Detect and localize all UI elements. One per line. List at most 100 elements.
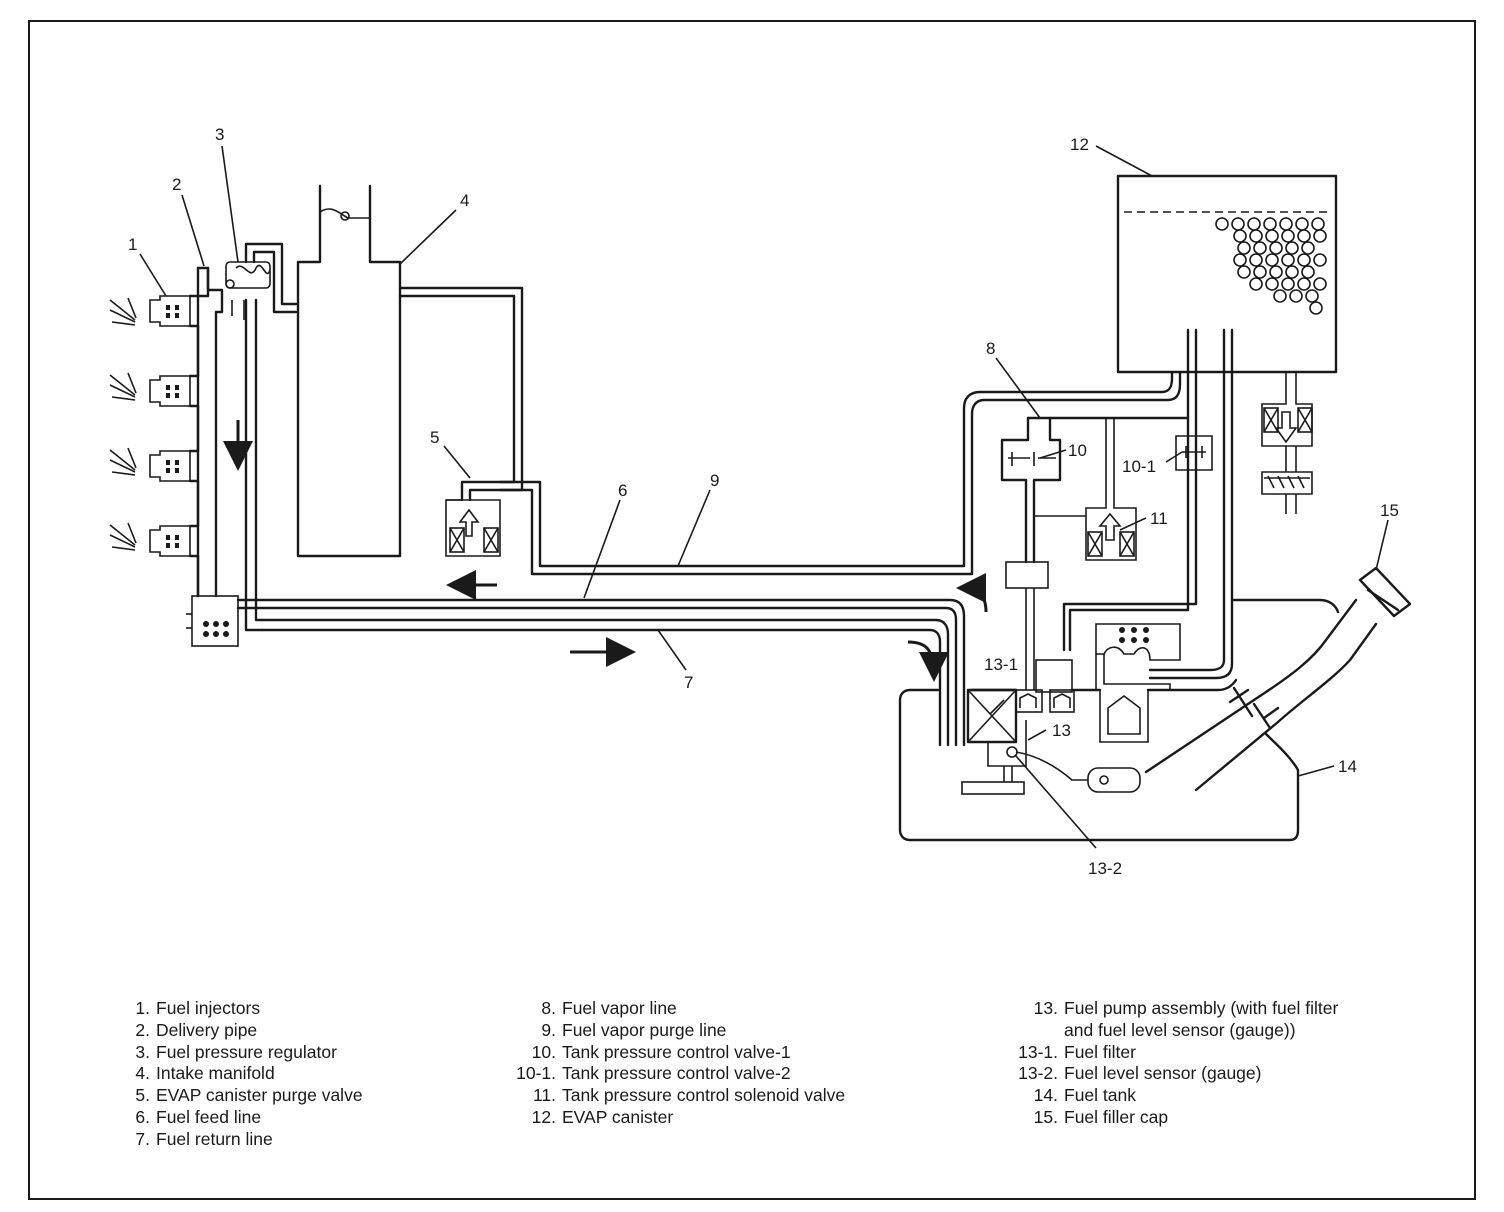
legend-item-text: Tank pressure control valve-1: [562, 1041, 791, 1062]
charcoal-pellet: [1295, 217, 1309, 231]
charcoal-pellet: [1297, 277, 1311, 291]
legend-item: 13-2. Fuel level sensor (gauge): [1006, 1063, 1338, 1085]
charcoal-pellet: [1281, 253, 1295, 267]
legend-item-number: 6.: [135, 1106, 150, 1127]
flow-arrow-curve-up: [956, 573, 988, 613]
callout-9: 9: [710, 471, 719, 490]
callout-10: 10: [1068, 441, 1087, 460]
fuel-vapor-line: [1000, 416, 1190, 564]
tank-top-valves: [1015, 659, 1075, 713]
charcoal-pellet: [1253, 265, 1267, 279]
legend-item: 4.Intake manifold: [118, 1063, 363, 1085]
tank-pressure-control-valve-1: [1008, 452, 1056, 466]
charcoal-pellet: [1313, 253, 1327, 267]
legend-item-number: 11.: [532, 1085, 556, 1106]
legend-item-text: Fuel filter: [1064, 1041, 1136, 1062]
legend-item: 15.Fuel filler cap: [1006, 1107, 1338, 1129]
charcoal-pellet: [1233, 229, 1247, 243]
legend-item-number: 1.: [135, 998, 150, 1018]
charcoal-pellet: [1281, 277, 1295, 291]
legend-item-number: 14.: [1033, 1085, 1058, 1106]
charcoal-pellet: [1311, 217, 1325, 231]
charcoal-pellet: [1269, 241, 1283, 255]
callout-15: 15: [1380, 501, 1399, 520]
legend-item: 10. Tank pressure control valve-1: [508, 1042, 845, 1064]
legend-item: 12. EVAP canister: [508, 1107, 845, 1129]
fuel-filler-neck: [1144, 598, 1378, 792]
legend-item-text: Fuel injectors: [156, 998, 261, 1018]
charcoal-pellet: [1249, 253, 1263, 267]
legend-item: 6. Fuel feed line: [118, 1107, 363, 1129]
legend-item-text: Fuel level sensor (gauge): [1064, 1063, 1262, 1084]
tank-pressure-control-solenoid-valve: [1034, 418, 1137, 561]
charcoal-pellet: [1215, 217, 1229, 231]
callout-7: 7: [684, 673, 693, 692]
legend-item-text: Delivery pipe: [156, 1019, 258, 1040]
callout-13-2: 13-2: [1088, 859, 1122, 878]
callout-5: 5: [430, 428, 439, 447]
legend-item: 5.EVAP canister purge valve: [118, 1085, 363, 1107]
legend-item-number: [1006, 1020, 1058, 1042]
charcoal-pellet: [1285, 241, 1299, 255]
legend-item-text: Fuel pump assembly (with fuel filter: [1064, 998, 1339, 1018]
legend-item-text: Fuel vapor purge line: [562, 1019, 727, 1040]
legend-item-text: Fuel tank: [1064, 1085, 1136, 1106]
charcoal-pellet: [1273, 289, 1287, 303]
callout-2: 2: [172, 175, 181, 194]
charcoal-pellet: [1279, 217, 1293, 231]
charcoal-pellet: [1297, 253, 1311, 267]
charcoal-pellet: [1269, 265, 1283, 279]
tank-pressure-control-valve-2: [1175, 435, 1213, 471]
callout-14: 14: [1338, 757, 1357, 776]
charcoal-pellet: [1313, 277, 1327, 291]
legend-item-text: EVAP canister purge valve: [156, 1085, 363, 1106]
charcoal-pellet: [1289, 289, 1303, 303]
legend-item: 3.Fuel pressure regulator: [118, 1042, 363, 1064]
legend-item: 2. Delivery pipe: [118, 1020, 363, 1042]
charcoal-pellet: [1285, 265, 1299, 279]
callout-13-1: 13-1: [984, 655, 1018, 674]
legend-item-number: 13.: [1033, 998, 1058, 1018]
charcoal-pellet: [1237, 241, 1251, 255]
charcoal-pellet: [1231, 217, 1245, 231]
legend-item-number: 9.: [541, 1019, 556, 1040]
legend-item-text: Fuel return line: [156, 1128, 273, 1149]
charcoal-pellet: [1297, 229, 1311, 243]
legend-item-text: Fuel feed line: [156, 1106, 262, 1127]
callout-10-1: 10-1: [1122, 457, 1156, 476]
charcoal-pellet: [1265, 277, 1279, 291]
pressure-damper: [186, 595, 239, 647]
legend-item-text: Tank pressure control valve-2: [562, 1063, 791, 1084]
legend-item-text: Fuel vapor line: [562, 998, 677, 1018]
leader-lines: [139, 145, 1389, 849]
flow-arrow-curve-down: [907, 640, 949, 682]
legend-item-number: 10.: [531, 1041, 556, 1062]
legend-item-text: EVAP canister: [562, 1106, 674, 1127]
legend-item: 7.Fuel return line: [118, 1129, 363, 1151]
canister-ports: [1062, 328, 1234, 680]
spray-pattern-icon: [109, 297, 137, 551]
legend-item-text: Tank pressure control solenoid valve: [562, 1085, 846, 1106]
callout-12: 12: [1070, 135, 1089, 154]
diagram-frame: [28, 20, 1476, 1200]
callout-8: 8: [986, 339, 995, 358]
legend-item: 8.Fuel vapor line: [508, 998, 845, 1020]
charcoal-pellet: [1281, 229, 1295, 243]
legend-item-number: 12.: [531, 1106, 556, 1127]
evap-canister-purge-valve: [445, 482, 501, 557]
legend-item-text: and fuel level sensor (gauge)): [1064, 1019, 1296, 1040]
charcoal-pellet: [1249, 229, 1263, 243]
legend-item-number: 4.: [135, 1063, 150, 1084]
legend-item: 14. Fuel tank: [1006, 1085, 1338, 1107]
callout-6: 6: [618, 481, 627, 500]
charcoal-pellet: [1249, 277, 1263, 291]
fuel-vapor-purge-line: [498, 370, 1182, 576]
legend-item-number: 13-2.: [1018, 1063, 1058, 1084]
fuel-filler-cap: [1358, 566, 1412, 618]
legend-item-number: 2.: [135, 1019, 150, 1040]
charcoal-pellet: [1313, 229, 1327, 243]
